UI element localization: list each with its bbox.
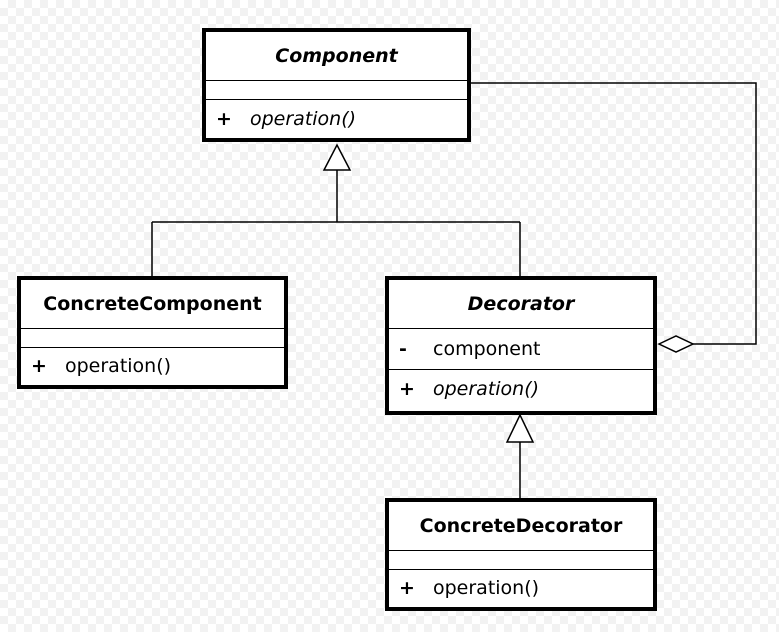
aggregation-diamond-icon: [657, 335, 695, 353]
class-name: Decorator: [467, 293, 575, 315]
class-concrete-component[interactable]: ConcreteComponent + operation(): [17, 276, 288, 389]
class-separator: [389, 328, 653, 329]
generalization-arrowhead-component: [322, 143, 352, 171]
operation-name: operation(): [65, 355, 172, 377]
operation-name: operation(): [433, 378, 540, 400]
visibility-marker: -: [399, 338, 407, 360]
class-name: Component: [275, 45, 398, 67]
generalization-arrowhead-decorator: [505, 413, 535, 443]
aggregation-line: [470, 82, 757, 345]
class-separator: [21, 328, 284, 347]
class-separator: [389, 369, 653, 370]
visibility-marker: +: [399, 577, 415, 599]
visibility-marker: +: [31, 355, 47, 377]
attribute-name: component: [433, 338, 541, 360]
operation-row: + operation(): [21, 348, 284, 385]
class-separator: [389, 569, 653, 570]
class-separator: [206, 80, 467, 99]
class-name: ConcreteComponent: [43, 293, 262, 315]
attribute-row: - component: [389, 329, 653, 369]
operation-row: + operation(): [206, 100, 467, 138]
visibility-marker: +: [399, 378, 415, 400]
class-separator: [389, 550, 653, 569]
class-separator: [21, 347, 284, 348]
operation-row: + operation(): [389, 370, 653, 408]
operation-name: operation(): [433, 577, 540, 599]
operation-name: operation(): [250, 108, 357, 130]
class-concrete-decorator[interactable]: ConcreteDecorator + operation(): [385, 498, 657, 611]
operation-row: + operation(): [389, 570, 653, 607]
class-name: ConcreteDecorator: [419, 515, 623, 537]
class-component[interactable]: Component + operation(): [202, 28, 471, 142]
visibility-marker: +: [216, 108, 232, 130]
class-decorator[interactable]: Decorator - component + operation(): [385, 276, 657, 415]
class-separator: [206, 99, 467, 100]
